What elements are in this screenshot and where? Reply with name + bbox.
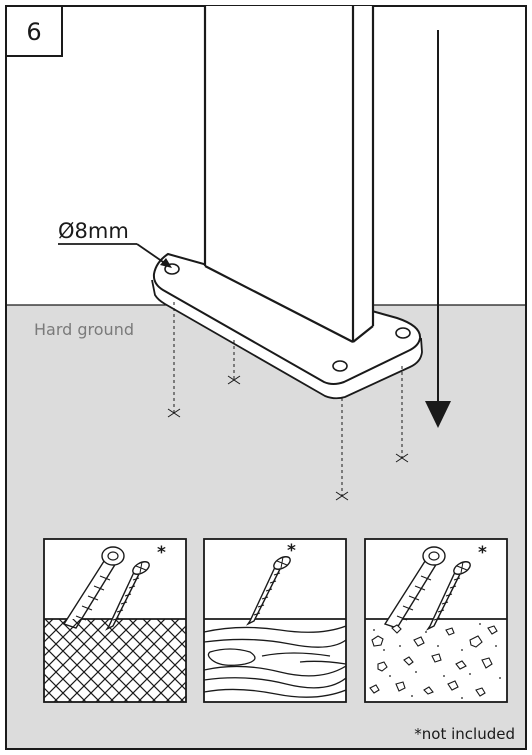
fixing-panel-stone: * <box>364 538 508 703</box>
stone-speckles <box>373 623 501 699</box>
hole-diameter-callout: Ø8mm <box>58 219 172 268</box>
concrete-texture <box>44 619 186 702</box>
wood-grain-texture <box>204 625 346 698</box>
base-plate <box>151 252 423 400</box>
hole-diameter-label: Ø8mm <box>58 219 129 243</box>
footnote: *not included <box>414 725 515 743</box>
mounting-hole <box>332 360 348 372</box>
not-included-marker: * <box>157 543 166 563</box>
fixing-panel-wood: * <box>203 538 347 703</box>
not-included-marker: * <box>287 541 296 561</box>
ground-label: Hard ground <box>34 320 134 339</box>
stone-texture <box>369 624 498 697</box>
arrowhead <box>160 258 172 268</box>
down-arrow-icon <box>425 30 451 428</box>
mounting-hole <box>395 327 411 339</box>
not-included-marker: * <box>478 543 487 563</box>
fixing-panel-concrete: * <box>43 538 187 703</box>
step-number: 6 <box>26 18 41 46</box>
drill-guides <box>167 302 409 501</box>
step-number-box: 6 <box>5 5 63 57</box>
post <box>203 6 375 343</box>
